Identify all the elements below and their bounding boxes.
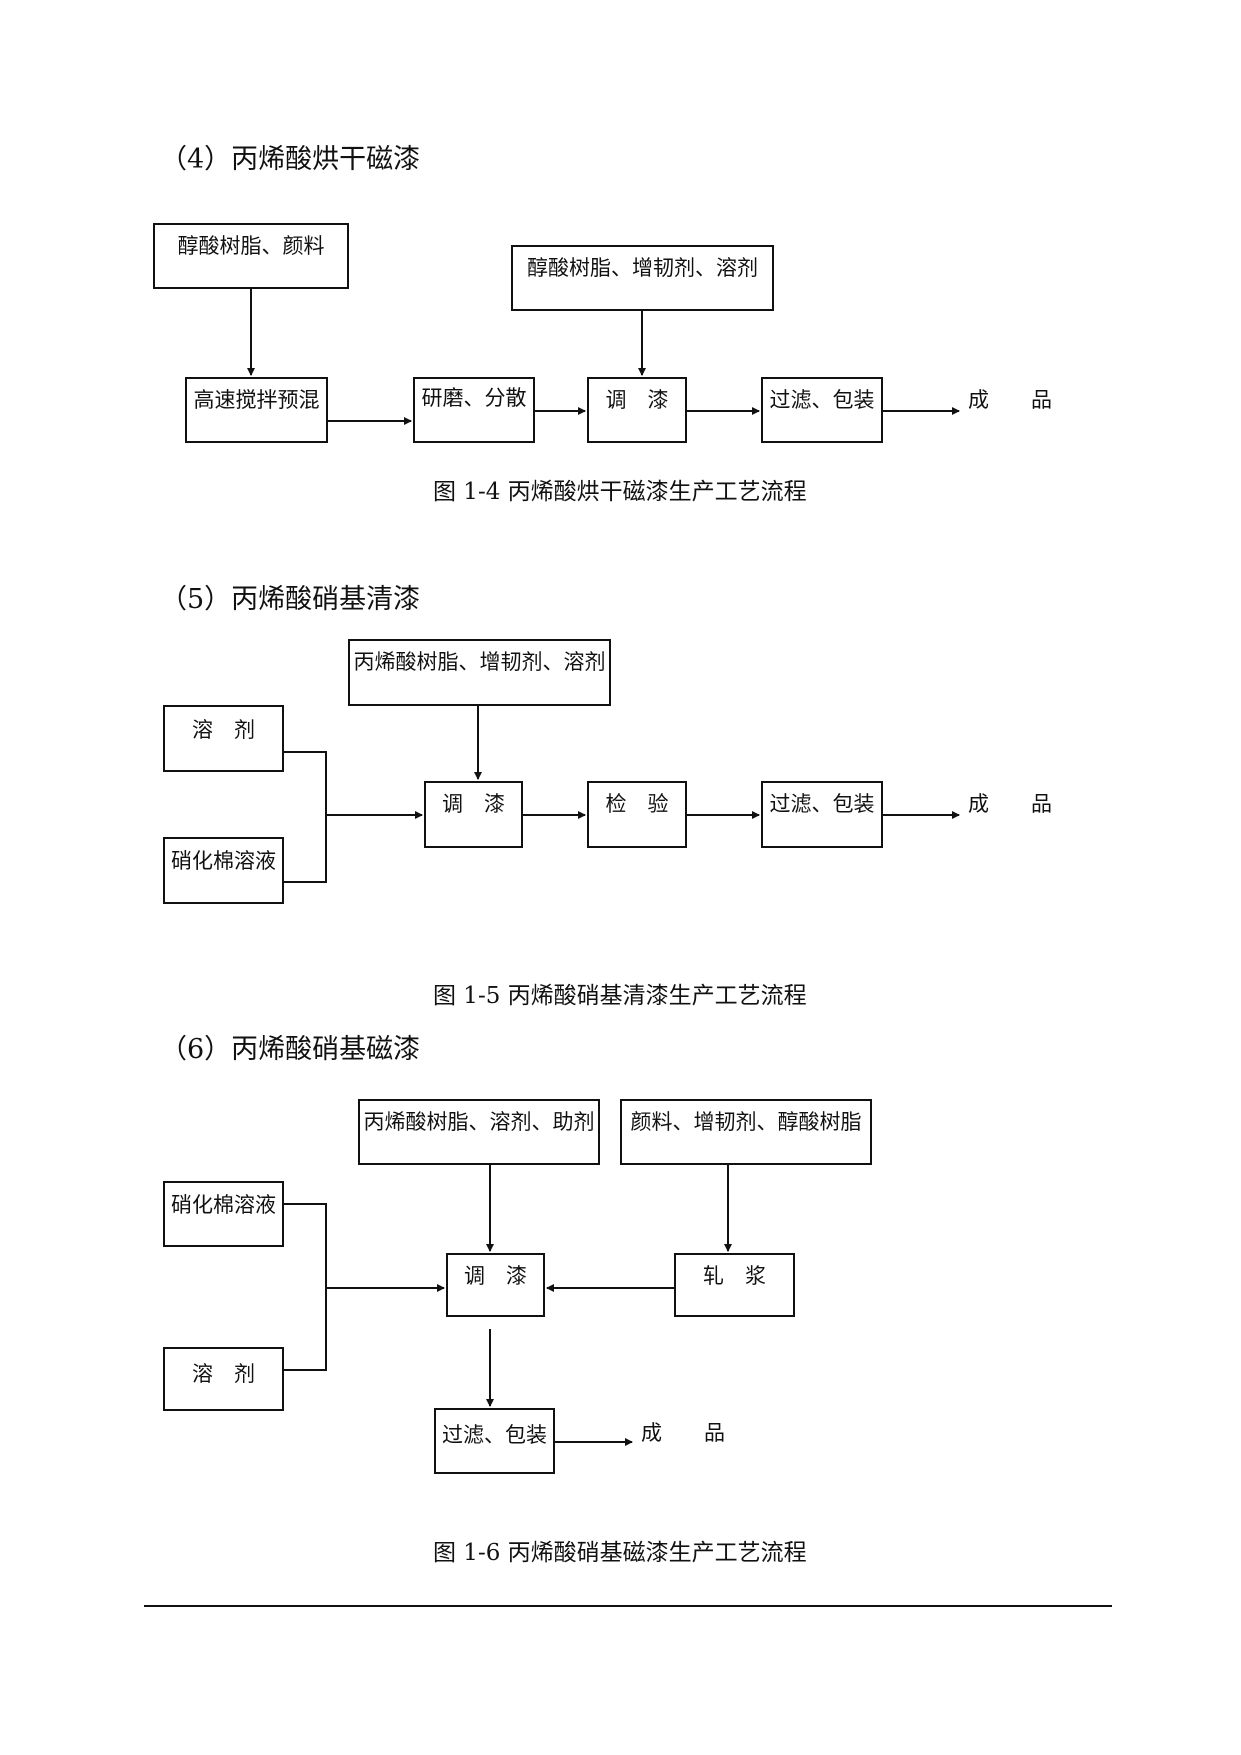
step-box-label: 调 漆 — [442, 792, 505, 816]
output-label: 成 品 — [641, 1421, 725, 1445]
input-box-label: 丙烯酸树脂、溶剂、助剂 — [363, 1110, 595, 1134]
input-box-solvent: 溶 剂 — [163, 705, 284, 772]
input-box-label: 溶 剂 — [192, 718, 255, 742]
input-box-label: 溶 剂 — [192, 1362, 255, 1386]
input-box-label: 丙烯酸树脂、增韧剂、溶剂 — [353, 650, 606, 674]
step-box-label: 检 验 — [605, 792, 669, 816]
input-box-label: 醇酸树脂、颜料 — [177, 234, 325, 258]
input-box-pigment-additives: 颜料、增韧剂、醇酸树脂 — [620, 1099, 872, 1165]
step-box-label: 高速搅拌预混 — [193, 388, 320, 412]
step-box-inspect: 检 验 — [587, 781, 687, 848]
section-heading-5: （5）丙烯酸硝基清漆 — [160, 584, 421, 615]
input-box-resin-pigment: 醇酸树脂、颜料 — [153, 223, 349, 289]
merge-connector — [284, 751, 327, 883]
step-box-tint: 调 漆 — [587, 377, 687, 443]
section-heading-6: （6）丙烯酸硝基磁漆 — [160, 1034, 421, 1065]
step-box-filter-pack: 过滤、包装 — [761, 781, 883, 848]
footer-rule — [144, 1605, 1112, 1607]
output-label: 成 品 — [968, 792, 1052, 816]
input-box-label: 颜料、增韧剂、醇酸树脂 — [630, 1110, 862, 1134]
step-box-filter-pack: 过滤、包装 — [434, 1408, 555, 1474]
figure-caption-1-6: 图 1-6 丙烯酸硝基磁漆生产工艺流程 — [433, 1540, 807, 1566]
section-heading-4: （4）丙烯酸烘干磁漆 — [160, 144, 421, 175]
step-box-premix: 高速搅拌预混 — [185, 377, 328, 443]
step-box-label: 过滤、包装 — [769, 388, 875, 412]
step-box-label: 研磨、分散 — [421, 386, 527, 410]
input-box-nc-solution: 硝化棉溶液 — [163, 1181, 284, 1247]
input-box-label: 硝化棉溶液 — [171, 1193, 276, 1217]
input-box-resin-additives: 醇酸树脂、增韧剂、溶剂 — [511, 245, 774, 311]
step-box-mill: 轧 浆 — [674, 1253, 795, 1317]
output-label: 成 品 — [968, 388, 1052, 412]
merge-connector — [284, 1203, 327, 1371]
step-box-grind: 研磨、分散 — [413, 377, 535, 443]
input-box-solvent: 溶 剂 — [163, 1347, 284, 1411]
step-box-filter-pack: 过滤、包装 — [761, 377, 883, 443]
input-box-label: 硝化棉溶液 — [171, 849, 276, 873]
figure-caption-1-4: 图 1-4 丙烯酸烘干磁漆生产工艺流程 — [433, 479, 807, 505]
step-box-label: 调 漆 — [464, 1264, 527, 1288]
step-box-tint: 调 漆 — [446, 1253, 545, 1317]
input-box-label: 醇酸树脂、增韧剂、溶剂 — [527, 256, 758, 280]
step-box-label: 过滤、包装 — [769, 792, 875, 816]
step-box-label: 过滤、包装 — [442, 1423, 547, 1447]
input-box-resin-additives: 丙烯酸树脂、溶剂、助剂 — [358, 1099, 600, 1165]
step-box-label: 轧 浆 — [703, 1264, 766, 1288]
input-box-resin-additives: 丙烯酸树脂、增韧剂、溶剂 — [348, 639, 611, 706]
input-box-nc-solution: 硝化棉溶液 — [163, 837, 284, 904]
figure-caption-1-5: 图 1-5 丙烯酸硝基清漆生产工艺流程 — [433, 983, 807, 1009]
step-box-label: 调 漆 — [605, 388, 669, 412]
step-box-tint: 调 漆 — [424, 781, 523, 848]
